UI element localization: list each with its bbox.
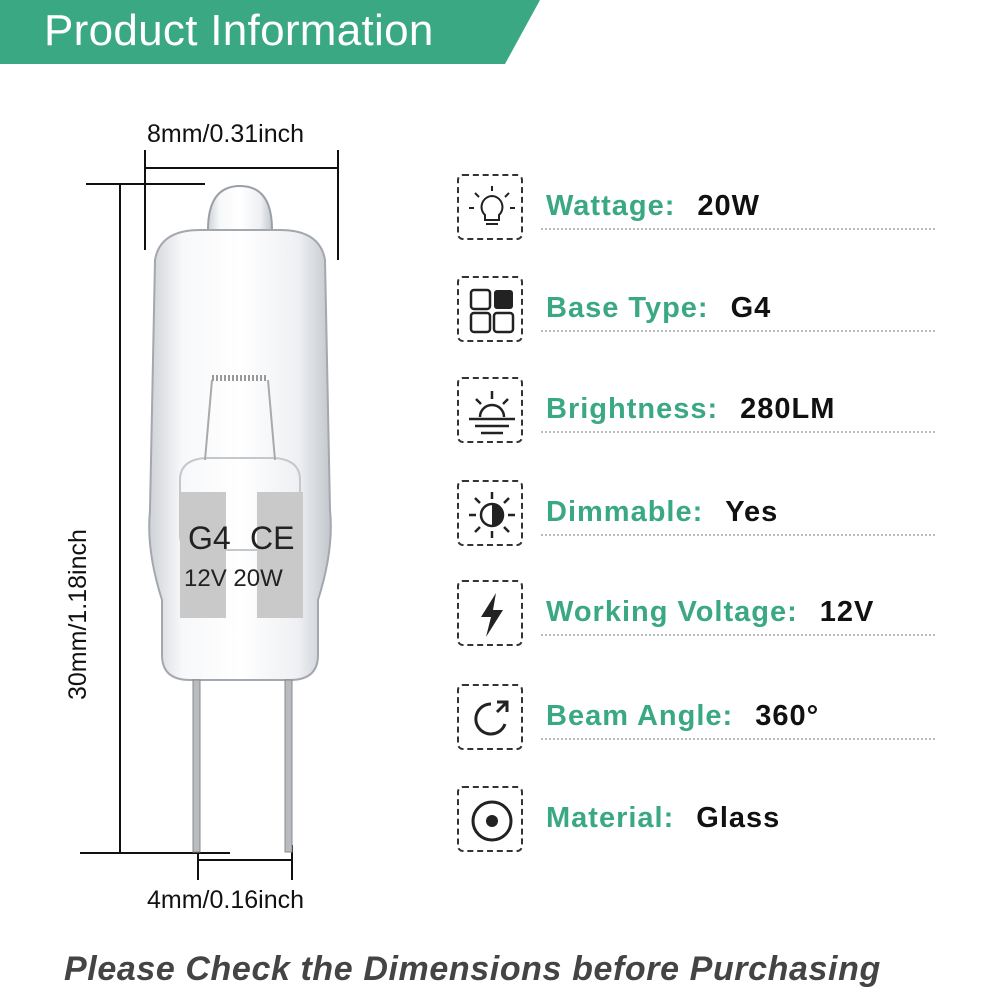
spec-value: Yes (725, 496, 779, 528)
pin-right (284, 679, 293, 853)
spec-row-base-type: Base Type: G4 (457, 276, 947, 346)
bulb-illustration (80, 150, 339, 880)
spec-row-material: Material: Glass (457, 786, 947, 856)
spec-label: Beam Angle: (546, 700, 734, 732)
banner-shape (0, 0, 540, 64)
spec-label: Wattage: (546, 190, 676, 222)
spec-label: Brightness: (546, 393, 719, 425)
pin-dimension-lines (197, 845, 293, 880)
sunrise-icon (457, 377, 523, 443)
lightning-icon (457, 580, 523, 646)
width-dimension-label: 8mm/0.31inch (147, 120, 305, 148)
rotate-icon (457, 684, 523, 750)
divider (541, 534, 935, 536)
pin-spacing-label: 4mm/0.16inch (147, 886, 305, 914)
bulb-rating: 12V 20W (184, 565, 283, 592)
divider (541, 330, 935, 332)
spec-row-wattage: Wattage: 20W (457, 174, 947, 244)
spec-label: Base Type: (546, 292, 709, 324)
dimmer-icon (457, 480, 523, 546)
pin-left (192, 679, 201, 853)
spec-value: 280LM (740, 393, 836, 425)
spec-label: Dimmable: (546, 496, 704, 528)
grid-icon (457, 276, 523, 342)
height-dimension-label: 30mm/1.18inch (64, 529, 92, 700)
spec-value: G4 (730, 292, 772, 324)
divider (541, 634, 935, 636)
spec-row-dimmable: Dimmable: Yes (457, 480, 947, 550)
spec-value: 20W (697, 190, 761, 222)
spec-row-brightness: Brightness: 280LM (457, 377, 947, 447)
divider (541, 228, 935, 230)
filament-wire-right (267, 379, 276, 461)
divider (541, 431, 935, 433)
footer-note: Please Check the Dimensions before Purch… (64, 950, 881, 988)
label-plate-right (257, 492, 303, 618)
width-dimension-lines (144, 150, 339, 260)
header-banner: Product Information (0, 0, 540, 64)
spec-value: 12V (819, 596, 875, 628)
divider (541, 738, 935, 740)
spec-value: 360° (755, 700, 820, 732)
spec-label: Working Voltage: (546, 596, 798, 628)
page-title: Product Information (44, 6, 434, 55)
bulb-icon (457, 174, 523, 240)
bulb-base-label: G4 (188, 520, 231, 556)
target-icon (457, 786, 523, 852)
spec-row-beam-angle: Beam Angle: 360° (457, 684, 947, 754)
height-dimension-lines (80, 183, 230, 854)
ce-mark: CE (250, 520, 295, 556)
bulb-tip (206, 184, 274, 231)
bulb-glass (148, 229, 332, 681)
label-plate-left (180, 492, 226, 618)
spec-value: Glass (696, 802, 781, 834)
spec-label: Material: (546, 802, 675, 834)
filament-wire-left (204, 379, 213, 461)
spec-row-working-voltage: Working Voltage: 12V (457, 580, 947, 650)
